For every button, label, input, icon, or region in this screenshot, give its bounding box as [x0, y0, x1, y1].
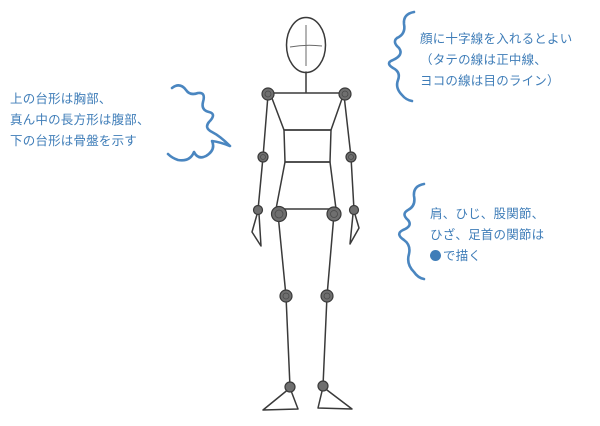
- abdomen-rectangle: [283, 129, 332, 163]
- right-leg: [317, 213, 353, 410]
- elbow-joint-right: [345, 151, 357, 163]
- joints-annotation-line-3-text: で描く: [443, 248, 482, 263]
- torso-annotation-line-1: 上の台形は胸部、: [10, 91, 112, 106]
- left-arm: [251, 94, 269, 247]
- filled-circle-icon: [430, 250, 441, 261]
- joints-note-bracket: [397, 182, 426, 281]
- wrist-joint-left: [252, 204, 264, 216]
- left-foot: [262, 387, 299, 411]
- joints-annotation-line-3: で描く: [430, 245, 544, 266]
- elbow-joint-left: [257, 151, 269, 163]
- joints-annotation: 肩、ひじ、股関節、 ひざ、足首の関節は で描く: [430, 203, 544, 266]
- knee-joint-left: [279, 289, 293, 303]
- left-hand: [251, 210, 262, 247]
- torso-annotation: 上の台形は胸部、 真ん中の長方形は腹部、 下の台形は骨盤を示す: [10, 88, 150, 151]
- face-annotation-line-2: （タテの線は正中線、: [420, 52, 548, 67]
- pelvis-trapezoid: [275, 161, 337, 210]
- torso-note-bracket: [166, 84, 232, 162]
- right-arm: [343, 94, 360, 245]
- chest-trapezoid: [269, 92, 345, 131]
- wrist-joint-right: [348, 204, 360, 216]
- torso: [269, 92, 345, 210]
- joints-annotation-line-2: ひざ、足首の関節は: [430, 227, 545, 242]
- ankle-joint-left: [284, 381, 296, 393]
- right-foot: [317, 386, 353, 410]
- face-note-bracket: [387, 10, 416, 103]
- ankle-joint-right: [317, 380, 329, 392]
- shoulder-joint-left: [261, 87, 275, 101]
- torso-annotation-line-2: 真ん中の長方形は腹部、: [10, 112, 150, 127]
- head: [285, 16, 327, 74]
- joints-annotation-line-1: 肩、ひじ、股関節、: [430, 206, 545, 221]
- torso-annotation-line-3: 下の台形は骨盤を示す: [10, 133, 138, 148]
- hip-joint-left: [270, 205, 288, 223]
- face-annotation: 顔に十字線を入れるとよい （タテの線は正中線、 ヨコの線は目のライン）: [420, 28, 572, 91]
- knee-joint-right: [320, 289, 334, 303]
- joints: [252, 87, 360, 393]
- left-leg: [262, 213, 299, 411]
- hip-joint-right: [326, 206, 342, 222]
- face-annotation-line-3: ヨコの線は目のライン）: [420, 73, 560, 88]
- right-hand: [349, 210, 360, 245]
- shoulder-joint-right: [338, 87, 352, 101]
- face-annotation-line-1: 顔に十字線を入れるとよい: [420, 31, 573, 46]
- head-eye-line: [289, 44, 323, 48]
